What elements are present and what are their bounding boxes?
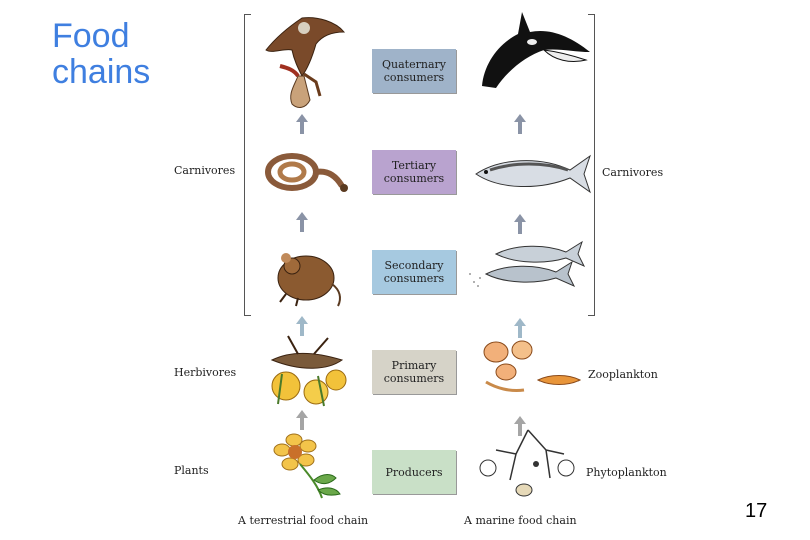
right-carnivore-bracket bbox=[588, 14, 595, 316]
killer-whale-icon bbox=[482, 12, 590, 88]
zooplankton-icon bbox=[483, 340, 582, 392]
level-box-producers: Producers bbox=[372, 450, 456, 494]
level-label: Tertiary bbox=[391, 159, 437, 172]
flower-icon bbox=[273, 433, 341, 499]
grasshopper-icon bbox=[270, 335, 347, 407]
level-label: Secondary bbox=[384, 259, 444, 272]
left-label-herbivores: Herbivores bbox=[174, 366, 237, 379]
level-label: consumers bbox=[383, 272, 445, 285]
level-label: consumers bbox=[383, 172, 445, 185]
marine-caption: A marine food chain bbox=[464, 514, 577, 527]
title-line-2: chains bbox=[52, 53, 151, 91]
up-arrow-icon bbox=[296, 410, 308, 430]
phytoplankton-icon bbox=[479, 429, 575, 497]
up-arrow-icon bbox=[296, 114, 308, 134]
level-label: consumers bbox=[383, 372, 445, 385]
tuna-icon bbox=[475, 154, 591, 194]
level-label: consumers bbox=[383, 71, 445, 84]
level-label: Quaternary bbox=[382, 58, 446, 71]
right-label-carnivores: Carnivores bbox=[602, 166, 664, 179]
left-label-plants: Plants bbox=[174, 464, 209, 477]
level-label: Primary bbox=[391, 359, 437, 372]
up-arrow-icon bbox=[296, 316, 308, 336]
snake-icon bbox=[265, 153, 348, 192]
mouse-icon bbox=[277, 253, 341, 307]
right-label-phytoplankton: Phytoplankton bbox=[586, 466, 667, 479]
left-label-carnivores: Carnivores bbox=[174, 164, 236, 177]
level-label: Producers bbox=[385, 465, 443, 479]
left-carnivore-bracket bbox=[244, 14, 251, 316]
hawk-icon bbox=[265, 17, 346, 108]
up-arrow-icon bbox=[514, 318, 526, 338]
title-line-1: Food bbox=[52, 17, 130, 55]
up-arrow-icon bbox=[296, 212, 308, 232]
right-label-zooplankton: Zooplankton bbox=[588, 368, 658, 381]
up-arrow-icon bbox=[514, 416, 526, 436]
page-number: 17 bbox=[745, 500, 768, 522]
up-arrow-icon bbox=[514, 214, 526, 234]
small-fish-icon bbox=[469, 240, 586, 288]
up-arrow-icon bbox=[514, 114, 526, 134]
slide-title: Food chains bbox=[52, 18, 192, 90]
terrestrial-caption: A terrestrial food chain bbox=[238, 514, 369, 527]
